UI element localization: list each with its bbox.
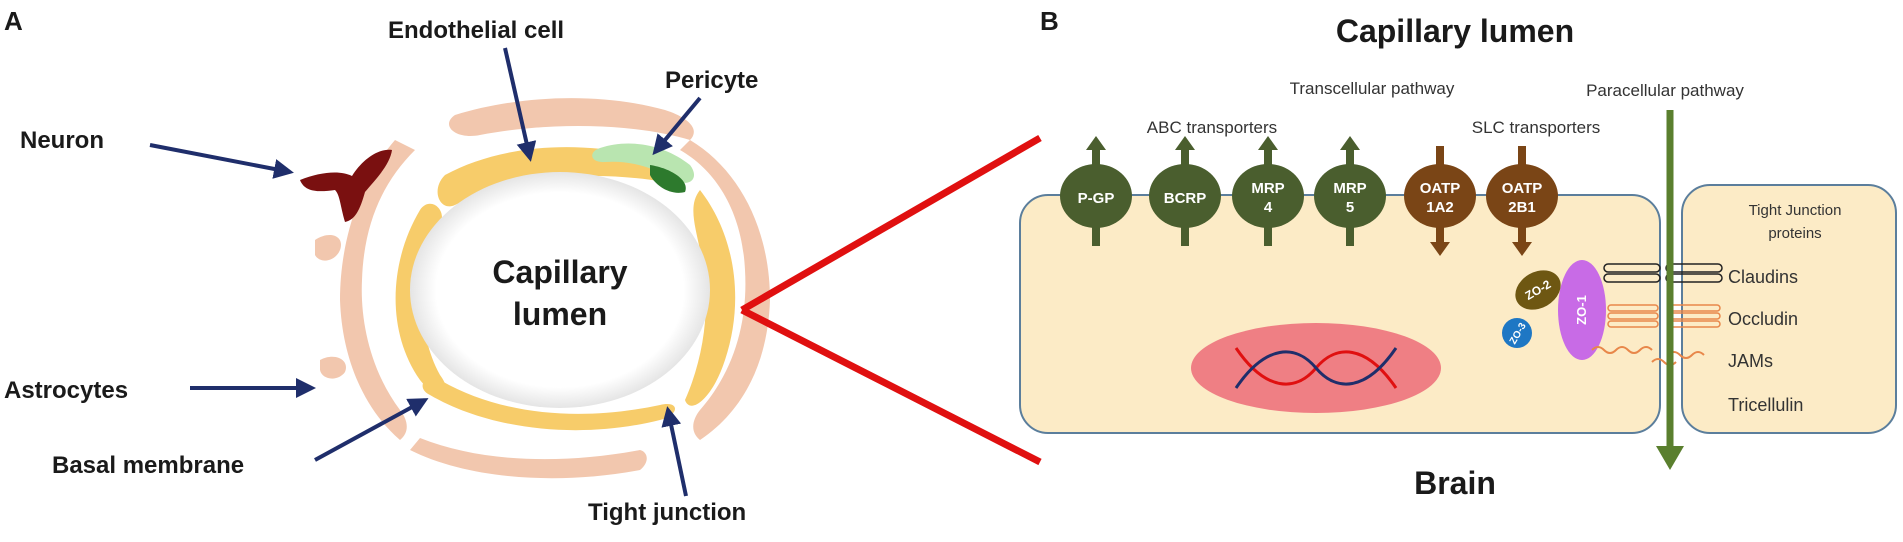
- panel-a-lumen-label-1: Capillary: [492, 254, 627, 290]
- pump-label: MRP: [1333, 180, 1366, 197]
- tight-junction-cluster: ZO-1 ZO-2 ZO-3: [1502, 260, 1723, 366]
- pump-label: OATP: [1502, 180, 1543, 197]
- panel-a-letter: A: [4, 6, 23, 36]
- dna-strand-blue: [1234, 347, 1398, 389]
- arrow-neuron: [149, 143, 294, 179]
- transcellular-label: Transcellular pathway: [1290, 79, 1455, 98]
- label-pericyte: Pericyte: [665, 67, 758, 94]
- tj-item-claudins: Claudins: [1728, 267, 1798, 287]
- claudin-strands: [1603, 263, 1723, 283]
- label-tight-junction: Tight junction: [588, 499, 746, 526]
- panel-a-arrows: [149, 47, 702, 497]
- paracellular-label: Paracellular pathway: [1586, 81, 1744, 100]
- tj-item-tricellulin: Tricellulin: [1728, 395, 1803, 415]
- slc-transporters-label: SLC transporters: [1472, 118, 1601, 137]
- abc-transporters-label: ABC transporters: [1147, 118, 1277, 137]
- brain-title: Brain: [1414, 465, 1496, 501]
- tj-item-occludin: Occludin: [1728, 309, 1798, 329]
- tj-title-2: proteins: [1768, 225, 1821, 242]
- jam-right: [1667, 351, 1705, 359]
- pump-label: MRP: [1251, 180, 1284, 197]
- capillary-lumen: [410, 172, 710, 408]
- zo3-protein: [1502, 318, 1532, 348]
- zo1-label: ZO-1: [1574, 295, 1589, 325]
- tj-title-1: Tight Junction: [1749, 202, 1842, 219]
- panel-a-lumen-label-2: lumen: [513, 296, 607, 332]
- arrow-basal-membrane: [314, 398, 429, 462]
- pump-label: OATP: [1420, 180, 1461, 197]
- pump-label: P-GP: [1078, 190, 1115, 207]
- arrow-pericyte: [652, 96, 702, 156]
- capillary-lumen-title: Capillary lumen: [1336, 13, 1574, 49]
- pump-label: BCRP: [1164, 190, 1207, 207]
- astrocyte-endfeet: [315, 98, 770, 479]
- transporter-pumps: P-GP BCRP MRP 4 MRP 5 OATP 1A2 OATP 2B1: [1060, 136, 1558, 256]
- pump-mrp-4: MRP 4: [1232, 136, 1304, 246]
- zoom-lines: [740, 134, 1042, 466]
- zo1-protein: [1558, 260, 1606, 360]
- pump-label-sub: 5: [1346, 199, 1354, 216]
- pump-oatp-2b1: OATP 2B1: [1486, 146, 1558, 256]
- panel-b-letter: B: [1040, 6, 1059, 36]
- label-neuron: Neuron: [20, 127, 104, 154]
- pump-mrp-5: MRP 5: [1314, 136, 1386, 246]
- label-basal-membrane: Basal membrane: [52, 452, 244, 479]
- paracellular-arrow: [1656, 110, 1684, 470]
- tj-item-jams: JAMs: [1728, 351, 1773, 371]
- pump-bcrp: BCRP: [1149, 136, 1221, 246]
- neuron-shape: [300, 149, 392, 222]
- arrow-endothelial: [503, 47, 537, 162]
- arrow-tight-junction: [661, 406, 688, 497]
- pump-oatp-1a2: OATP 1A2: [1404, 146, 1476, 256]
- label-endothelial-cell: Endothelial cell: [388, 17, 564, 44]
- adjacent-cell-box: [1681, 184, 1897, 434]
- pump-label-sub: 2B1: [1508, 199, 1536, 216]
- zo2-protein: [1515, 270, 1561, 310]
- pump-label-sub: 4: [1264, 199, 1273, 216]
- pump-label-sub: 1A2: [1426, 199, 1454, 216]
- jam-left: [1591, 346, 1653, 354]
- label-astrocytes: Astrocytes: [4, 377, 128, 404]
- pump-p-gp: P-GP: [1060, 136, 1132, 246]
